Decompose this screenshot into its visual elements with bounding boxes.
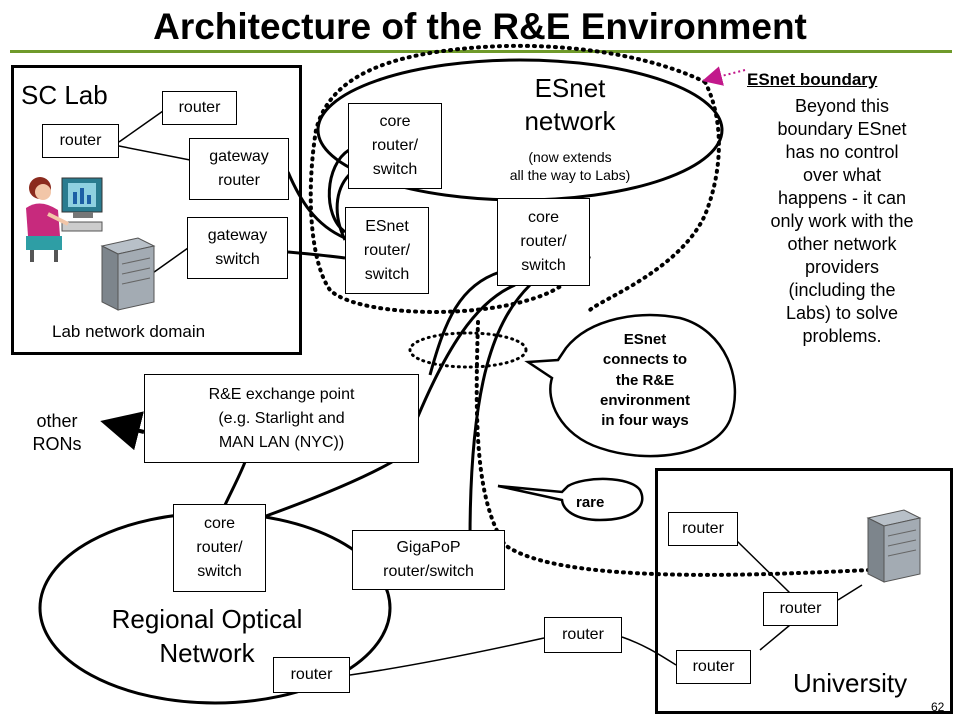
esnet-core-right: core router/ switch <box>497 198 590 286</box>
university-router-bottom: router <box>676 650 751 684</box>
gateway-switch-box: gateway switch <box>187 217 288 279</box>
esnet-router-switch: ESnet router/ switch <box>345 207 429 294</box>
gigapop-box: GigaPoP router/switch <box>352 530 505 590</box>
sc-lab-label: SC Lab <box>21 80 108 110</box>
university-server-icon <box>866 509 922 583</box>
regional-router-box: router <box>273 657 350 693</box>
other-rons-label: other RONs <box>32 411 82 455</box>
boundary-description: Beyond this boundary ESnet has no contro… <box>770 96 914 347</box>
page-title: Architecture of the R&E Environment <box>153 6 807 47</box>
gateway-router-box: gateway router <box>189 138 289 200</box>
sc-lab-panel <box>11 65 302 355</box>
lab-domain-label: Lab network domain <box>52 322 206 341</box>
regional-core-box: core router/ switch <box>173 504 266 592</box>
rare-callout-text: rare <box>576 494 605 511</box>
person-workstation-icon <box>26 177 103 262</box>
exchange-point-box: R&E exchange point (e.g. Starlight and M… <box>144 374 419 463</box>
regional-title: Regional Optical Network <box>111 604 303 668</box>
university-router-top: router <box>668 512 738 546</box>
boundary-title: ESnet boundary <box>747 70 878 89</box>
title-divider <box>10 50 952 53</box>
esnet-core-left: core router/ switch <box>348 103 442 189</box>
university-label: University <box>793 668 908 698</box>
sc-lab-router-top: router <box>162 91 237 125</box>
sc-lab-router-left: router <box>42 124 119 158</box>
mid-router-box: router <box>544 617 622 653</box>
connects-callout-text: ESnet connects to the R&E environment in… <box>599 331 690 429</box>
esnet-subtitle: (now extends all the way to Labs) <box>509 149 631 184</box>
server-icon <box>100 237 156 311</box>
university-router-mid: router <box>763 592 838 626</box>
page-number: 62 <box>931 700 945 714</box>
esnet-title: ESnet network <box>524 73 616 136</box>
